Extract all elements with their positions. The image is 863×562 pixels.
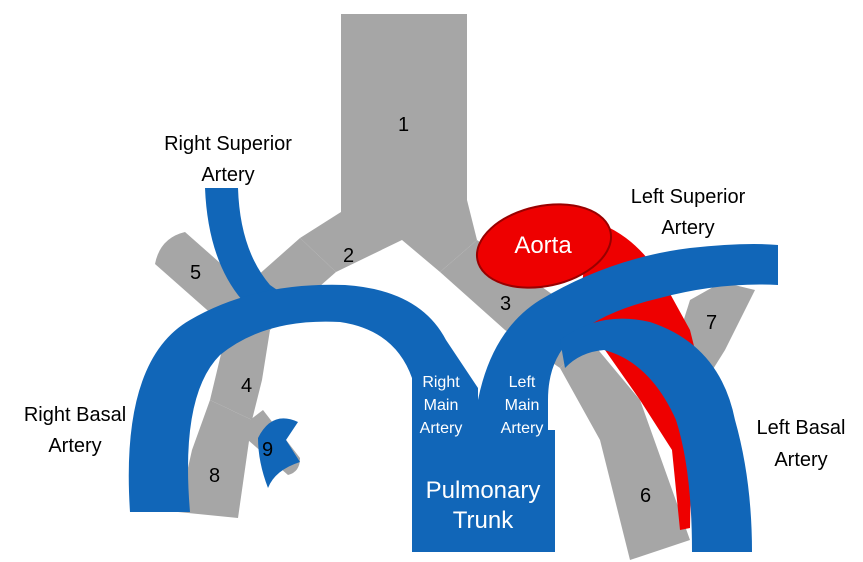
label-right-main-artery-line1: Right [422, 374, 460, 391]
label-right-basal-artery-line1: Right Basal [24, 404, 126, 426]
airway-number-2: 2 [343, 245, 354, 267]
label-right-main-artery-line2: Main [424, 397, 459, 414]
label-pulmonary-trunk-line1: Pulmonary [426, 477, 541, 504]
label-left-superior-artery-line1: Left Superior [631, 186, 746, 208]
label-pulmonary-trunk-line2: Trunk [453, 507, 514, 534]
airway-number-4: 4 [241, 375, 252, 397]
airway-number-3: 3 [500, 293, 511, 315]
label-right-superior-artery-line1: Right Superior [164, 133, 292, 155]
label-left-main-artery-line3: Artery [501, 420, 544, 437]
label-right-superior-artery-line2: Artery [201, 164, 254, 186]
label-right-main-artery-line3: Artery [420, 420, 463, 437]
airway-number-7: 7 [706, 312, 717, 334]
label-right-basal-artery-line2: Artery [48, 435, 101, 457]
airway-number-5: 5 [190, 262, 201, 284]
label-left-main-artery-line1: Left [509, 374, 536, 391]
label-left-basal-artery-line1: Left Basal [757, 417, 846, 439]
airway-carina [300, 200, 477, 272]
airway-number-6: 6 [640, 485, 651, 507]
label-aorta: Aorta [514, 232, 572, 259]
label-left-superior-artery-line2: Artery [661, 217, 714, 239]
airway-number-1: 1 [398, 114, 409, 136]
airway-number-8: 8 [209, 465, 220, 487]
label-left-basal-artery-line2: Artery [774, 449, 827, 471]
airway-number-9: 9 [262, 439, 273, 461]
label-left-main-artery-line2: Main [505, 397, 540, 414]
